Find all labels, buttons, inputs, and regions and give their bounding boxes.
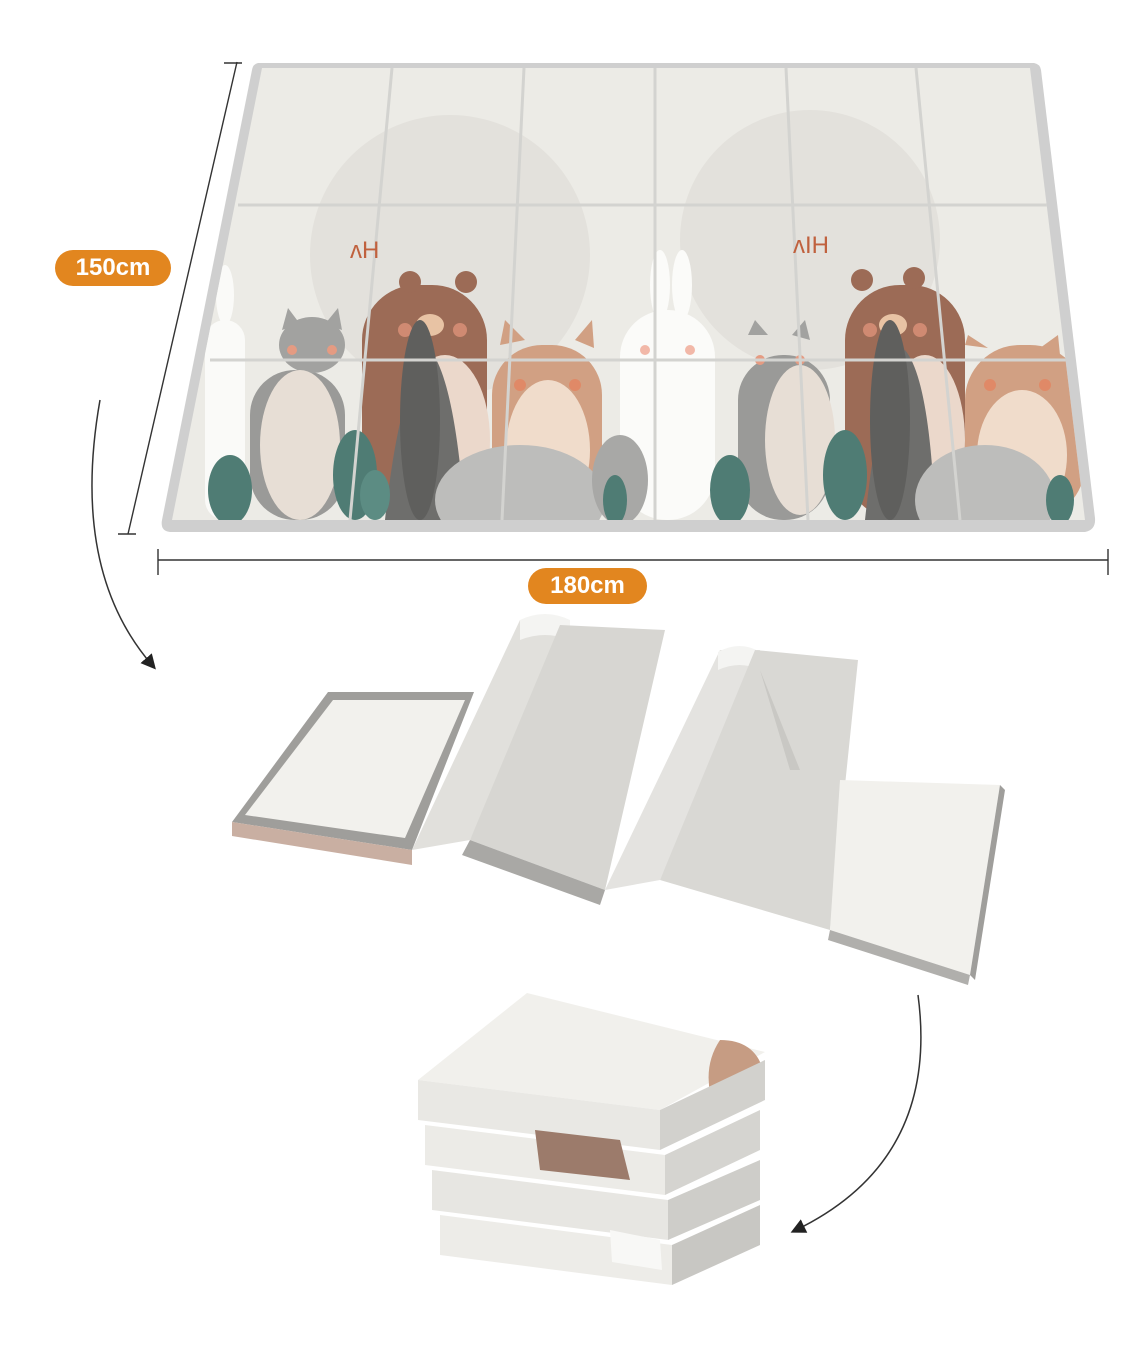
mat-panel [830,780,1000,975]
stack-layers [418,1060,765,1285]
dimension-lines [118,61,1109,575]
stack-top-face [418,993,765,1110]
mat-panel [605,650,760,890]
mat-panel-side [462,840,605,905]
mat-panel [245,700,465,838]
mat-sign-right: ʌIH [793,232,829,259]
height-dimension-badge: 150cm [55,250,171,286]
arrow-left-down [91,399,156,670]
mat-shade [760,670,800,770]
mat-panel [470,625,665,890]
width-dimension-badge: 180cm [528,568,647,604]
mat-panel [412,620,570,850]
mat-sign-left: ʌH [350,237,379,264]
arrow-right-down [790,994,922,1233]
rock-shape [435,445,605,520]
mat-panel-side [232,822,412,865]
leaf-plants [208,320,1085,520]
mat-panel-edge [970,785,1005,980]
mat-panel-side [828,930,970,985]
mat-panel [660,650,858,930]
fold-lines [210,68,1066,520]
rock-shape [915,445,1055,520]
